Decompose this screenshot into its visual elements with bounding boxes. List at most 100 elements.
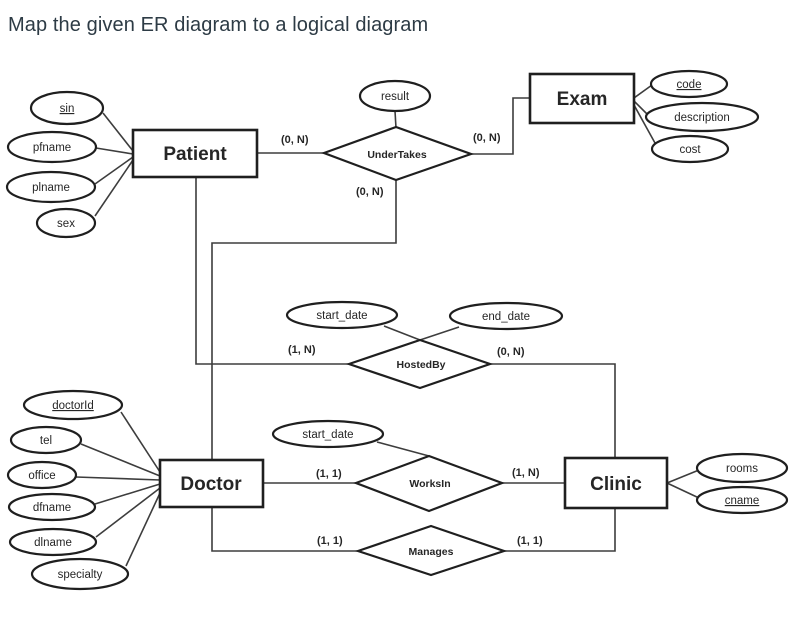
link-undertakes-doctor [211, 180, 397, 460]
link-result-undertakes [394, 110, 397, 129]
link-patient-hostedby [195, 177, 350, 365]
attribute-dfname-ellipse [7, 492, 97, 522]
link-rooms-clinic [666, 469, 700, 484]
relationship-manages: Manages [354, 524, 508, 577]
link-dlname-doctor [95, 487, 161, 538]
attribute-hostedby-start-date-label: start_date [316, 310, 367, 322]
attribute-description-ellipse [644, 101, 760, 133]
attribute-code-label: code [677, 79, 702, 91]
attribute-rooms: rooms [695, 452, 789, 484]
attribute-sex-ellipse [35, 207, 97, 239]
link-sex-patient [94, 159, 134, 217]
entity-clinic: Clinic [563, 456, 669, 510]
cardinality-patient-hostedby: (1, N) [288, 344, 316, 356]
attribute-cname-label: cname [725, 495, 760, 507]
attribute-office-label: office [28, 470, 55, 482]
entity-clinic-box [563, 456, 669, 510]
attribute-dlname-ellipse [8, 527, 98, 557]
attribute-rooms-label: rooms [726, 463, 758, 475]
cardinality-doctor-worksin: (1, 1) [316, 468, 342, 480]
entity-exam-box [528, 72, 636, 125]
attribute-office: office [6, 460, 78, 490]
link-description-exam [633, 100, 648, 115]
attribute-code-ellipse [649, 69, 729, 99]
attribute-plname-ellipse [5, 170, 97, 204]
entity-doctor-label: Doctor [180, 474, 242, 495]
link-manages-clinic [504, 508, 616, 552]
attribute-cost: cost [650, 134, 730, 164]
attribute-result-label: result [381, 91, 410, 103]
relationship-worksin-diamond [352, 454, 506, 513]
entity-exam-label: Exam [557, 89, 608, 110]
cardinality-patient-undertakes: (0, N) [281, 134, 309, 146]
attribute-pfname-ellipse [6, 130, 98, 164]
attribute-sex-label: sex [57, 218, 75, 230]
link-dfname-doctor [94, 483, 161, 505]
cardinality-undertakes-exam: (0, N) [473, 132, 501, 144]
link-undertakes-exam [471, 97, 530, 155]
cardinality-manages-clinic: (1, 1) [517, 535, 543, 547]
link-startdate-hostedby [383, 325, 421, 341]
relationship-hostedby-diamond [345, 338, 494, 390]
attribute-end-date-label: end_date [482, 311, 530, 323]
attribute-doctorid-label: doctorId [52, 400, 94, 412]
entity-patient: Patient [131, 128, 259, 179]
link-cost-exam [633, 104, 656, 144]
cardinality-worksin-clinic: (1, N) [512, 467, 540, 479]
link-code-exam [633, 84, 653, 99]
attribute-hostedby-start-date-ellipse [285, 300, 399, 330]
cardinality-hostedby-clinic: (0, N) [497, 346, 525, 358]
attribute-code: code [649, 69, 729, 99]
link-enddate-hostedby [419, 326, 460, 341]
attribute-dlname-label: dlname [34, 537, 72, 549]
attribute-result-ellipse [358, 79, 432, 113]
relationship-undertakes-label: UnderTakes [367, 149, 426, 161]
attribute-dlname: dlname [8, 527, 98, 557]
attribute-worksin-start-date: start_date [271, 419, 385, 449]
attribute-sin: sin [29, 90, 105, 126]
attribute-tel-label: tel [40, 435, 52, 447]
relationship-hostedby: HostedBy [345, 338, 494, 390]
attribute-tel-ellipse [9, 425, 83, 455]
attribute-sin-label: sin [60, 103, 75, 115]
attribute-rooms-ellipse [695, 452, 789, 484]
attribute-dfname-label: dfname [33, 502, 71, 514]
relationship-manages-label: Manages [409, 546, 454, 558]
link-tel-doctor [80, 443, 161, 477]
entity-patient-box [131, 128, 259, 179]
link-pfname-patient [95, 147, 134, 155]
attribute-cname: cname [695, 485, 789, 515]
attribute-specialty: specialty [30, 557, 130, 591]
attribute-doctorid: doctorId [22, 389, 124, 421]
attribute-pfname-label: pfname [33, 142, 71, 154]
link-sin-patient [102, 112, 134, 152]
cardinality-labels: (0, N) (0, N) (0, N) (1, N) (0, N) (1, 1… [281, 132, 543, 547]
attribute-office-ellipse [6, 460, 78, 490]
attribute-description-label: description [674, 112, 730, 124]
relationship-undertakes: UnderTakes [320, 125, 475, 182]
link-doctorid-doctor [120, 411, 161, 473]
attribute-worksin-start-date-label: start_date [302, 429, 353, 441]
entity-patient-label: Patient [163, 144, 227, 165]
attribute-plname-label: plname [32, 182, 70, 194]
attribute-result: result [358, 79, 432, 113]
cardinality-undertakes-doctor: (0, N) [356, 186, 384, 198]
attribute-tel: tel [9, 425, 83, 455]
link-hostedby-clinic [490, 363, 616, 458]
link-doctor-manages [211, 507, 359, 552]
entity-doctor: Doctor [158, 458, 265, 509]
attribute-pfname: pfname [6, 130, 98, 164]
entity-exam: Exam [528, 72, 636, 125]
attribute-dfname: dfname [7, 492, 97, 522]
attribute-cost-ellipse [650, 134, 730, 164]
link-plname-patient [94, 156, 134, 185]
attribute-cost-label: cost [679, 144, 701, 156]
page-title: Map the given ER diagram to a logical di… [8, 14, 429, 36]
relationship-worksin: WorksIn [352, 454, 506, 513]
cardinality-doctor-manages: (1, 1) [317, 535, 343, 547]
attribute-specialty-label: specialty [58, 569, 103, 581]
attribute-sin-ellipse [29, 90, 105, 126]
attribute-specialty-ellipse [30, 557, 130, 591]
